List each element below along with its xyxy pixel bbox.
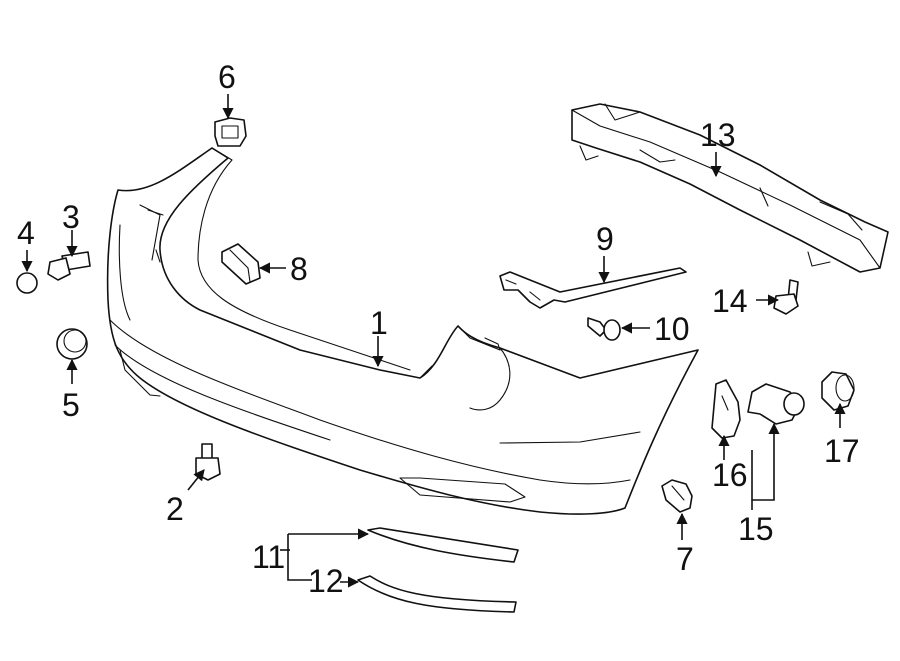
leader-lines [21, 94, 846, 588]
callout-6: 6 [218, 59, 236, 95]
callout-11: 11 [252, 539, 285, 575]
parking-sensor-15-part [747, 383, 805, 425]
callout-9: 9 [596, 221, 614, 257]
callout-15: 15 [738, 511, 774, 547]
callout-14: 14 [712, 283, 748, 319]
callout-labels: 1 2 3 4 5 6 7 8 9 10 11 12 13 14 15 16 1… [17, 59, 860, 599]
sensor-retainer-17-part [821, 371, 855, 411]
molding-12-part [357, 575, 517, 613]
callout-8: 8 [290, 251, 308, 287]
retainer-clip-7-part [661, 479, 693, 513]
callout-2: 2 [166, 491, 184, 527]
bolt-3-part [47, 251, 91, 281]
callout-16: 16 [712, 457, 748, 493]
side-bracket-9-part [499, 267, 687, 309]
callout-5: 5 [62, 387, 80, 423]
bumper-cover-part [106, 147, 699, 515]
callout-3: 3 [62, 199, 80, 235]
callout-7: 7 [676, 541, 694, 577]
callout-4: 4 [17, 215, 35, 251]
screw-10-part [587, 317, 621, 341]
callout-13: 13 [700, 117, 736, 153]
bolt-14-part [773, 279, 799, 315]
sensor-bracket-16-part [711, 379, 741, 439]
reflector-strip-11-part [367, 527, 519, 563]
callout-17: 17 [824, 433, 860, 469]
callout-12: 12 [308, 563, 344, 599]
cap-5-part [56, 328, 88, 360]
plug-4-part [16, 272, 38, 294]
callout-1: 1 [370, 305, 388, 341]
callout-10: 10 [654, 311, 690, 347]
bolt-2-part [195, 443, 221, 481]
bracket-8-part [221, 243, 261, 285]
retainer-clip-6-part [214, 117, 247, 147]
